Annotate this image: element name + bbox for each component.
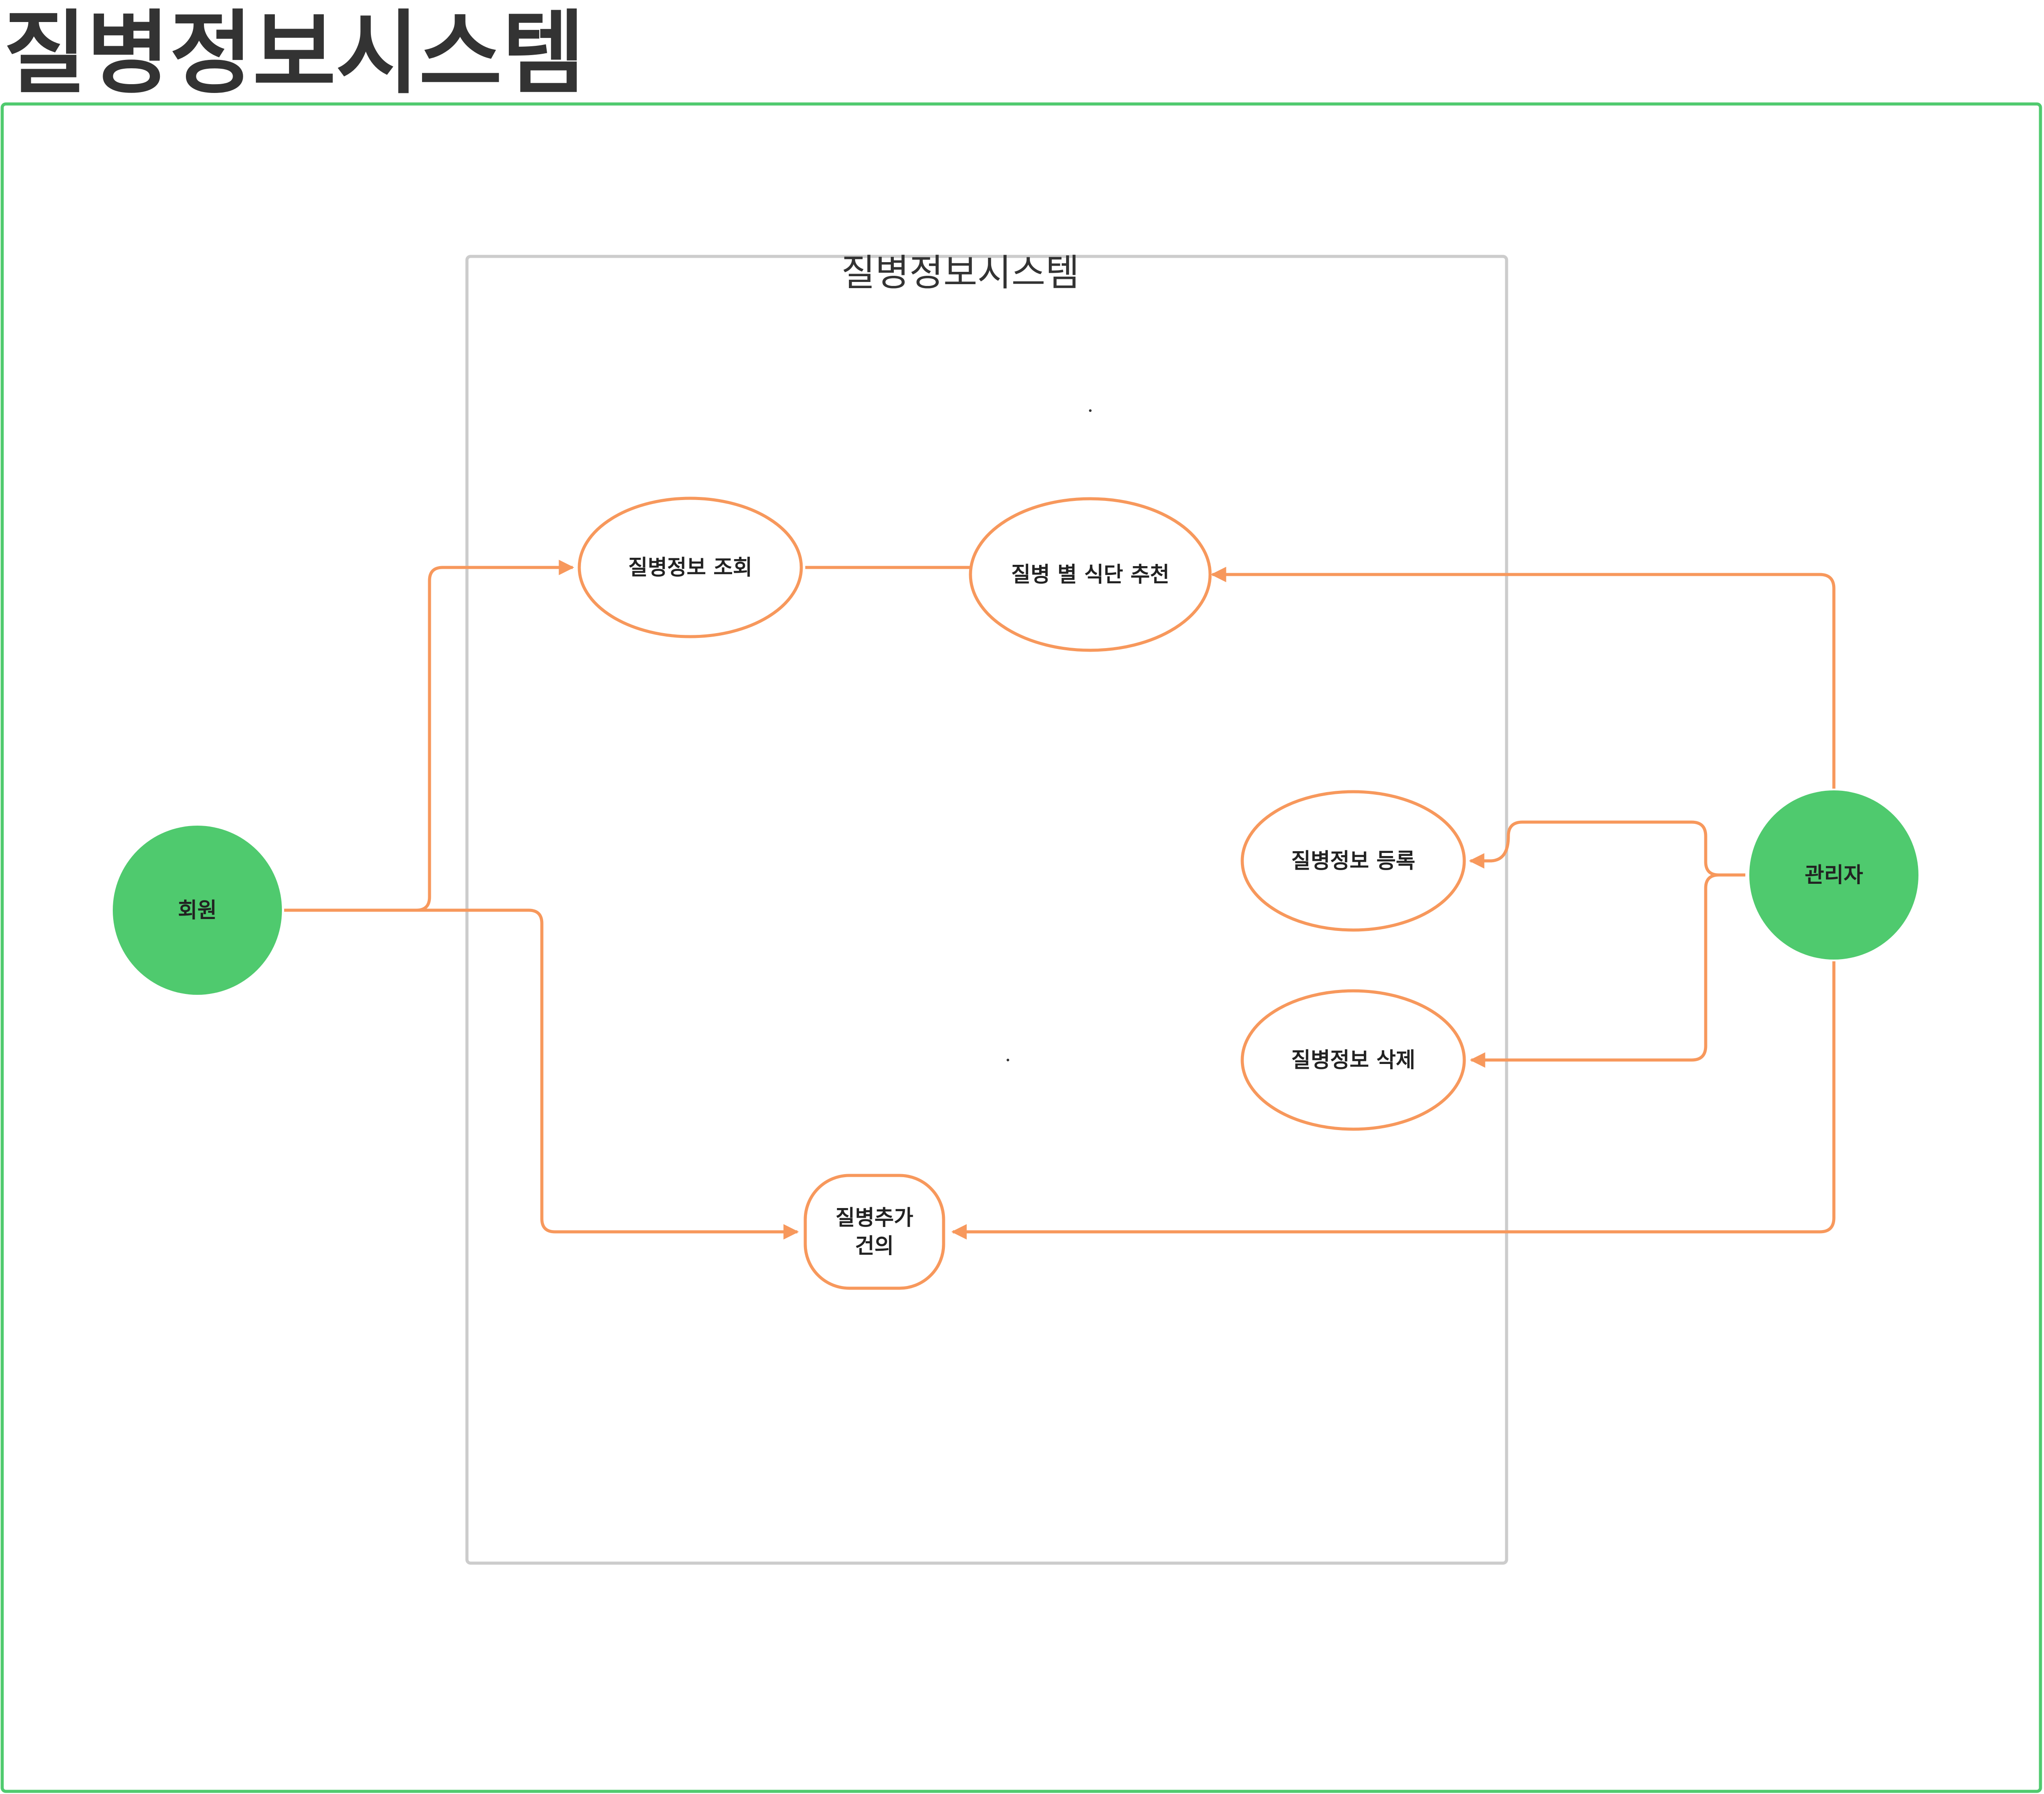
usecase-view-disease-info-label: 질병정보 조회 [628,555,752,580]
page-title: 질병정보시스템 [4,1,585,106]
actor-member-label: 회원 [178,898,217,923]
actor-member[interactable]: 회원 [113,826,282,995]
usecase-register-disease-info[interactable]: 질병정보 등록 [1240,790,1466,932]
actor-admin-label: 관리자 [1805,863,1863,887]
usecase-diet-recommendation[interactable]: 질병 별 식단 추천 [969,497,1212,652]
edge-member-to-suggest[interactable] [284,908,799,1240]
usecase-diet-recommendation-label: 질병 별 식단 추천 [1011,562,1169,587]
usecase-suggest-disease[interactable]: 질병추가 건의 [804,1174,945,1290]
usecase-delete-disease-info[interactable]: 질병정보 삭제 [1240,989,1466,1131]
system-boundary-label: 질병정보시스템 [841,251,1080,294]
stray-dot [1007,1059,1009,1061]
edge-admin-to-register[interactable] [1469,820,1745,877]
usecase-delete-disease-info-label: 질병정보 삭제 [1291,1048,1415,1072]
edge-admin-to-diet[interactable] [1211,567,1836,789]
stray-dot [1089,409,1092,412]
edge-member-to-view[interactable] [284,560,574,912]
usecase-register-disease-info-label: 질병정보 등록 [1291,849,1415,873]
usecase-suggest-disease-label-line1: 질병추가 [836,1205,914,1230]
actor-admin[interactable]: 관리자 [1749,790,1918,960]
usecase-suggest-disease-label-line2: 건의 [855,1234,894,1258]
usecase-view-disease-info[interactable]: 질병정보 조회 [578,497,803,638]
outer-frame [0,102,2042,1793]
edges [284,560,1836,1240]
edge-admin-to-delete[interactable] [1470,873,1745,1068]
edge-admin-to-suggest[interactable] [951,961,1836,1240]
